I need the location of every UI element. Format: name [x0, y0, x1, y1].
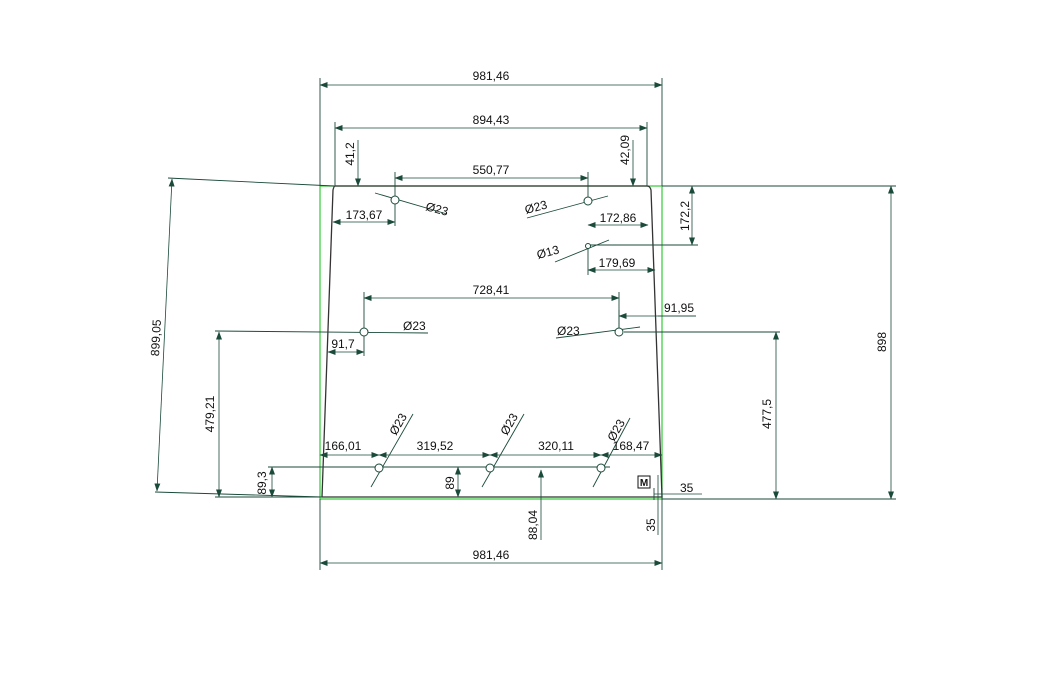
dim-top-holes-spacing: 550,77 [394, 163, 589, 205]
right-small-hole-y-label: 172,2 [678, 201, 692, 231]
dim-total-height: 898 [662, 185, 896, 500]
hole-top-left: Ø23 [374, 192, 450, 219]
dim-mid-right-hole-height: 477,5 [760, 331, 779, 500]
hole-mid-right-label: Ø23 [557, 324, 580, 338]
dim-right-margin-bottom: 35 [653, 481, 702, 500]
dim-mid-left-hole-height: 479,21 [203, 331, 322, 498]
bottom-left-hole-height-label: 89,3 [255, 471, 269, 495]
hole-mid-left-circle [359, 327, 369, 337]
hole-bottom-mid-circle [485, 463, 495, 473]
dim-left-offset-top: 41,2 [343, 140, 361, 187]
hole-top-right: Ø23 [523, 195, 609, 219]
hole-bottom-mid-label: Ø23 [497, 411, 521, 438]
hole-top-left-circle [390, 195, 400, 205]
hole-top-right-circle [583, 196, 593, 206]
mid-left-hole-x-label: 91,7 [331, 337, 355, 351]
dim-mid-left-hole-x: 91,7 [327, 336, 365, 356]
bottom-spacing-2-label: 320,11 [538, 439, 574, 453]
hole-right-small-circle [585, 243, 591, 249]
glass-outline [321, 185, 663, 498]
bottom-margin-right-label: 35 [644, 518, 658, 532]
dim-overall-width-top: 981,46 [319, 69, 663, 186]
dim-bottom-margin-right: 35 [644, 475, 659, 535]
hole-mid-right: Ø23 [555, 324, 780, 339]
bottom-mid-hole-height-label: 89 [443, 476, 457, 490]
hole-bottom-right-circle [596, 463, 606, 473]
top-left-hole-x-label: 173,67 [346, 208, 383, 222]
right-small-hole-x-label: 179,69 [599, 256, 636, 270]
left-diagonal-height-label: 899,05 [148, 319, 164, 357]
hole-mid-left-label: Ø23 [403, 319, 426, 333]
bounding-rectangle [319, 185, 663, 500]
left-offset-top-label: 41,2 [343, 142, 357, 166]
marker-label: M [640, 478, 648, 489]
mid-right-hole-height-label: 477,5 [760, 399, 774, 429]
hole-bottom-left-circle [374, 463, 384, 473]
top-right-hole-x-label: 172,86 [600, 211, 637, 225]
mid-right-hole-x-label: 91,95 [664, 301, 694, 315]
hole-mid-left: Ø23 [214, 319, 429, 337]
dim-right-offset-top: 42,09 [618, 135, 636, 187]
bottom-right-hole-height-label: 88,04 [526, 510, 540, 540]
dim-top-left-hole-x: 173,67 [332, 205, 396, 226]
dim-top-right-hole-x: 172,86 [587, 211, 649, 228]
overall-width-bottom-label: 981,46 [473, 548, 510, 562]
dim-right-small-hole-x: 179,69 [587, 248, 656, 275]
hole-mid-right-circle [614, 327, 624, 337]
hole-top-right-label: Ø23 [523, 197, 549, 216]
hole-bottom-left-label: Ø23 [386, 411, 410, 438]
right-margin-bottom-label: 35 [680, 481, 694, 495]
dim-overall-width-bottom: 981,46 [319, 499, 663, 570]
bottom-spacing-1-label: 319,52 [417, 439, 454, 453]
mid-holes-spacing-label: 728,41 [473, 283, 510, 297]
dim-top-edge-width: 894,43 [334, 113, 648, 186]
hole-right-small: Ø13 [535, 239, 610, 263]
dim-left-diagonal-height: 899,05 [148, 177, 335, 498]
marker-box: M [637, 475, 651, 489]
hole-right-small-label: Ø13 [535, 242, 561, 261]
top-holes-spacing-label: 550,77 [473, 163, 510, 177]
total-height-label: 898 [875, 332, 889, 352]
hole-top-left-label: Ø23 [424, 199, 450, 218]
dim-bottom-left-hole-height: 89,3 [255, 466, 275, 498]
top-edge-width-label: 894,43 [473, 113, 510, 127]
bottom-right-hole-x-label: 168,47 [613, 439, 650, 453]
overall-width-top-label: 981,46 [473, 69, 510, 83]
dim-mid-right-hole-x: 91,95 [618, 301, 696, 328]
bottom-left-hole-x-label: 166,01 [325, 439, 362, 453]
mid-left-hole-height-label: 479,21 [203, 395, 217, 432]
dim-bottom-mid-hole-height: 89 [443, 466, 461, 498]
dim-bottom-right-hole-height: 88,04 [526, 469, 544, 540]
dim-bottom-horizontals: 166,01 319,52 320,11 168,47 [319, 439, 663, 458]
right-offset-top-label: 42,09 [618, 135, 632, 165]
